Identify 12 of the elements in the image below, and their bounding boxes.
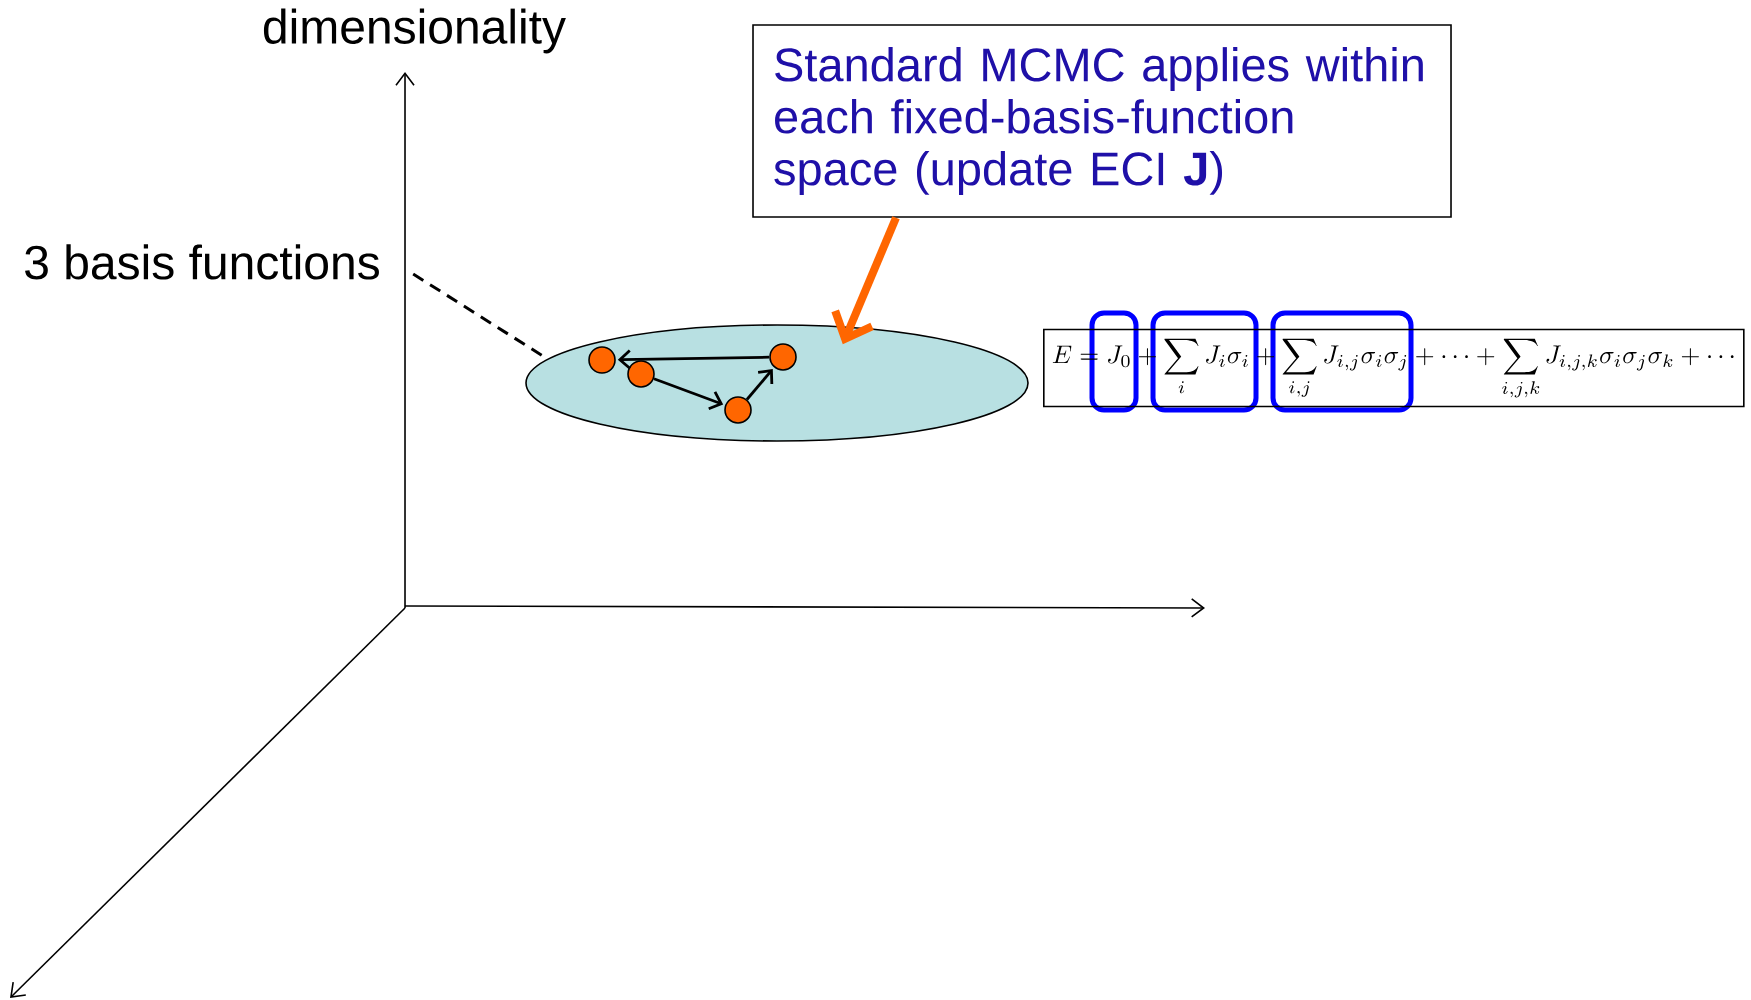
sample-dot xyxy=(588,346,616,374)
step-arrow xyxy=(745,369,774,401)
step-arrow xyxy=(617,349,770,370)
plane-ellipse xyxy=(525,324,1029,442)
pointer-arrow xyxy=(831,216,900,345)
sample-dot xyxy=(724,396,752,424)
axis-label: dimensionality xyxy=(263,8,566,54)
step-arrow xyxy=(653,377,724,411)
sample-dot xyxy=(769,343,797,371)
sample-dot xyxy=(627,360,655,388)
axis-label: 3 basis functions xyxy=(25,244,379,280)
callout-box: Standard MCMC applies within each fixed-basis-function space (update ECI J) xyxy=(752,24,1452,218)
